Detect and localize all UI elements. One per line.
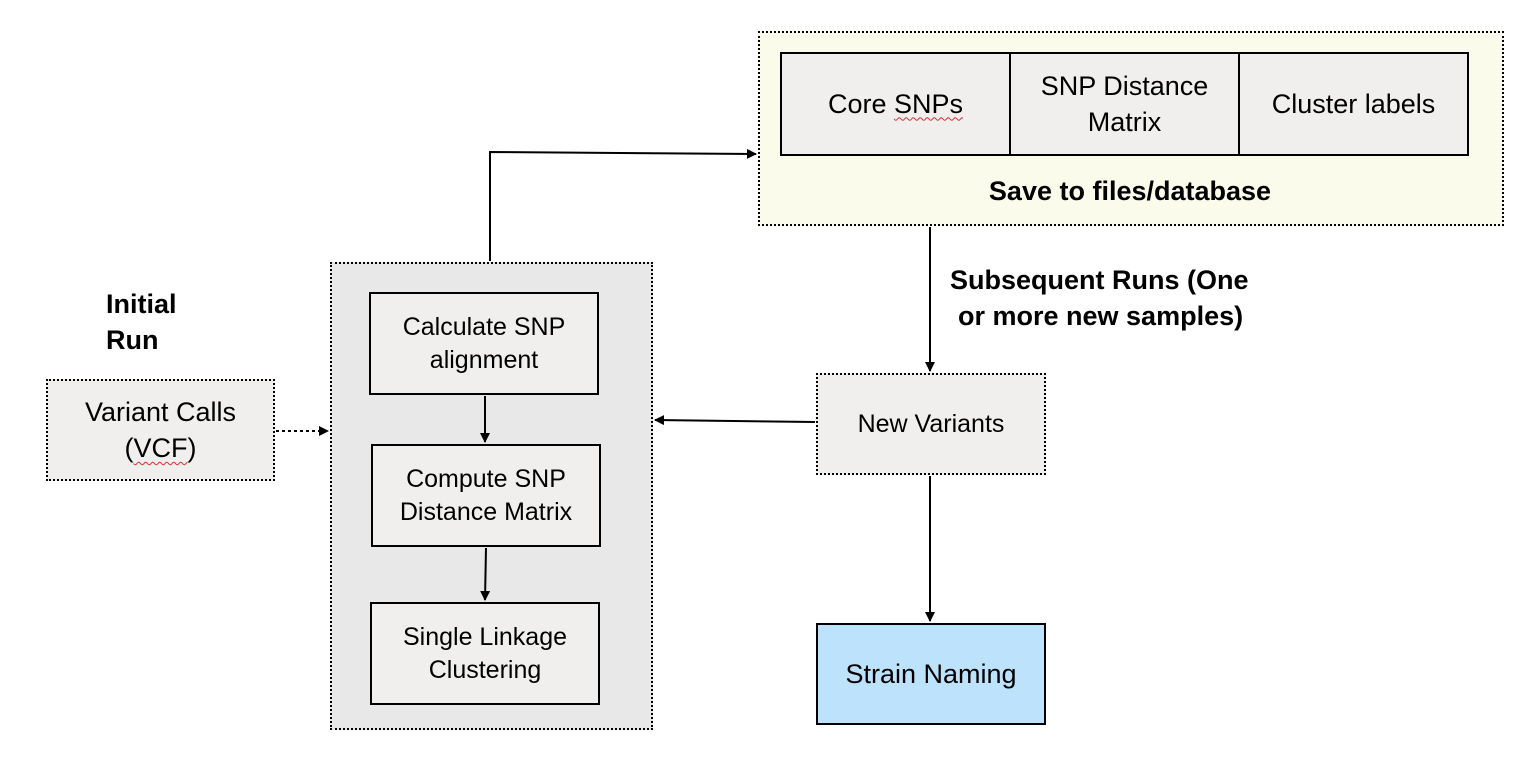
single-linkage-line2: Clustering [428,655,542,684]
save-to-files-label: Save to files/database [988,176,1272,206]
snp-distance-line1: SNP Distance [1040,71,1209,101]
new-variants-text: New Variants [857,409,1005,438]
single-linkage-line1: Single Linkage [402,622,567,651]
variant-calls-line2: (VCF) [124,433,197,463]
strain-naming-node: Strain Naming [816,623,1046,725]
new-variants-node: New Variants [816,373,1046,475]
cluster-labels-text: Cluster labels [1271,88,1436,119]
snp-distance-line2: Matrix [1087,107,1162,137]
calc-snp-line1: Calculate SNP [402,312,566,341]
single-linkage-clustering-node: Single Linkage Clustering [370,602,600,705]
compute-line2: Distance Matrix [399,497,573,526]
subsequent-runs-line2: or more new samples) [958,301,1244,331]
calc-snp-line2: alignment [429,345,539,374]
initial-run-label: Initial Run [106,286,177,358]
strain-naming-text: Strain Naming [845,658,1017,689]
edge-group-to-save [489,148,757,261]
subsequent-runs-line1: Subsequent Runs (One [950,265,1249,295]
initial-run-label-line1: Initial [106,289,177,319]
snp-distance-matrix-node: SNP Distance Matrix [1009,52,1240,156]
compute-line1: Compute SNP [406,464,566,493]
calculate-snp-alignment-node: Calculate SNP alignment [369,292,599,395]
subsequent-runs-label: Subsequent Runs (One or more new samples… [950,262,1310,334]
core-snps-text: Core SNPs [827,88,964,119]
cluster-labels-node: Cluster labels [1238,52,1469,156]
variant-calls-line1: Variant Calls [84,397,237,427]
variant-calls-node: Variant Calls (VCF) [46,379,275,481]
initial-run-label-line2: Run [106,325,159,355]
vcf-word: VCF [133,433,188,463]
compute-distance-matrix-node: Compute SNP Distance Matrix [371,444,601,547]
edge-new-variants-to-group [654,415,816,426]
edge-compute-to-clustering [480,547,491,601]
